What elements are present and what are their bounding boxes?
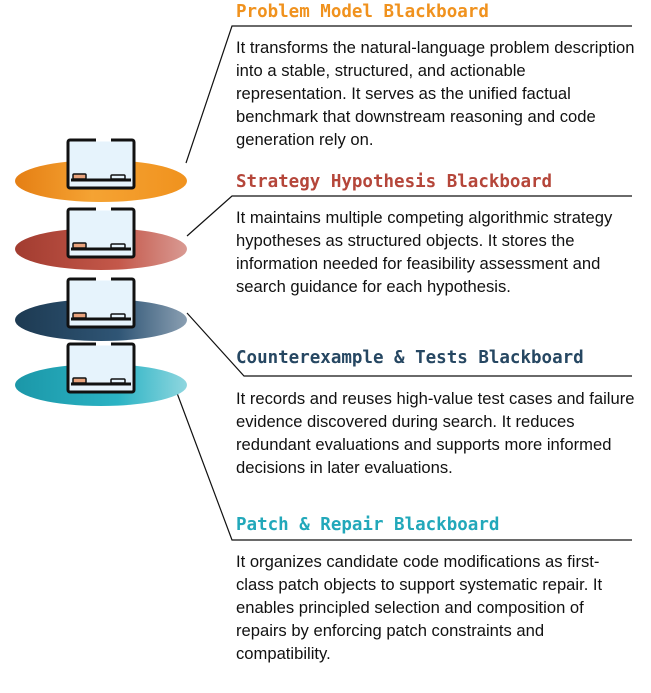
patch-repair-description: It organizes candidate code modification… — [236, 552, 603, 663]
counterexample-tests-description: It records and reuses high-value test ca… — [236, 389, 635, 477]
counterexample-tests-title: Counterexample & Tests Blackboard — [236, 348, 584, 368]
laptop-icon — [66, 207, 136, 259]
leader-line-strategy-hypothesis — [186, 195, 632, 237]
laptop-icon — [66, 277, 136, 329]
leader-line-counterexample-tests — [186, 312, 632, 377]
leader-line-patch-repair — [176, 392, 632, 541]
layer-counterexample-tests — [15, 277, 187, 341]
layer-strategy-hypothesis — [15, 207, 187, 270]
patch-repair-title: Patch & Repair Blackboard — [236, 515, 500, 535]
strategy-hypothesis-description: It maintains multiple competing algorith… — [236, 208, 613, 296]
problem-model-description: It transforms the natural-language probl… — [236, 38, 635, 149]
laptop-icon — [66, 138, 136, 190]
strategy-hypothesis-title: Strategy Hypothesis Blackboard — [236, 172, 553, 192]
layer-patch-repair — [15, 342, 187, 406]
leader-lines — [176, 25, 632, 541]
laptop-icon — [66, 342, 136, 394]
leader-line-problem-model — [185, 25, 632, 164]
layer-problem-model — [15, 138, 187, 202]
problem-model-title: Problem Model Blackboard — [236, 2, 489, 22]
